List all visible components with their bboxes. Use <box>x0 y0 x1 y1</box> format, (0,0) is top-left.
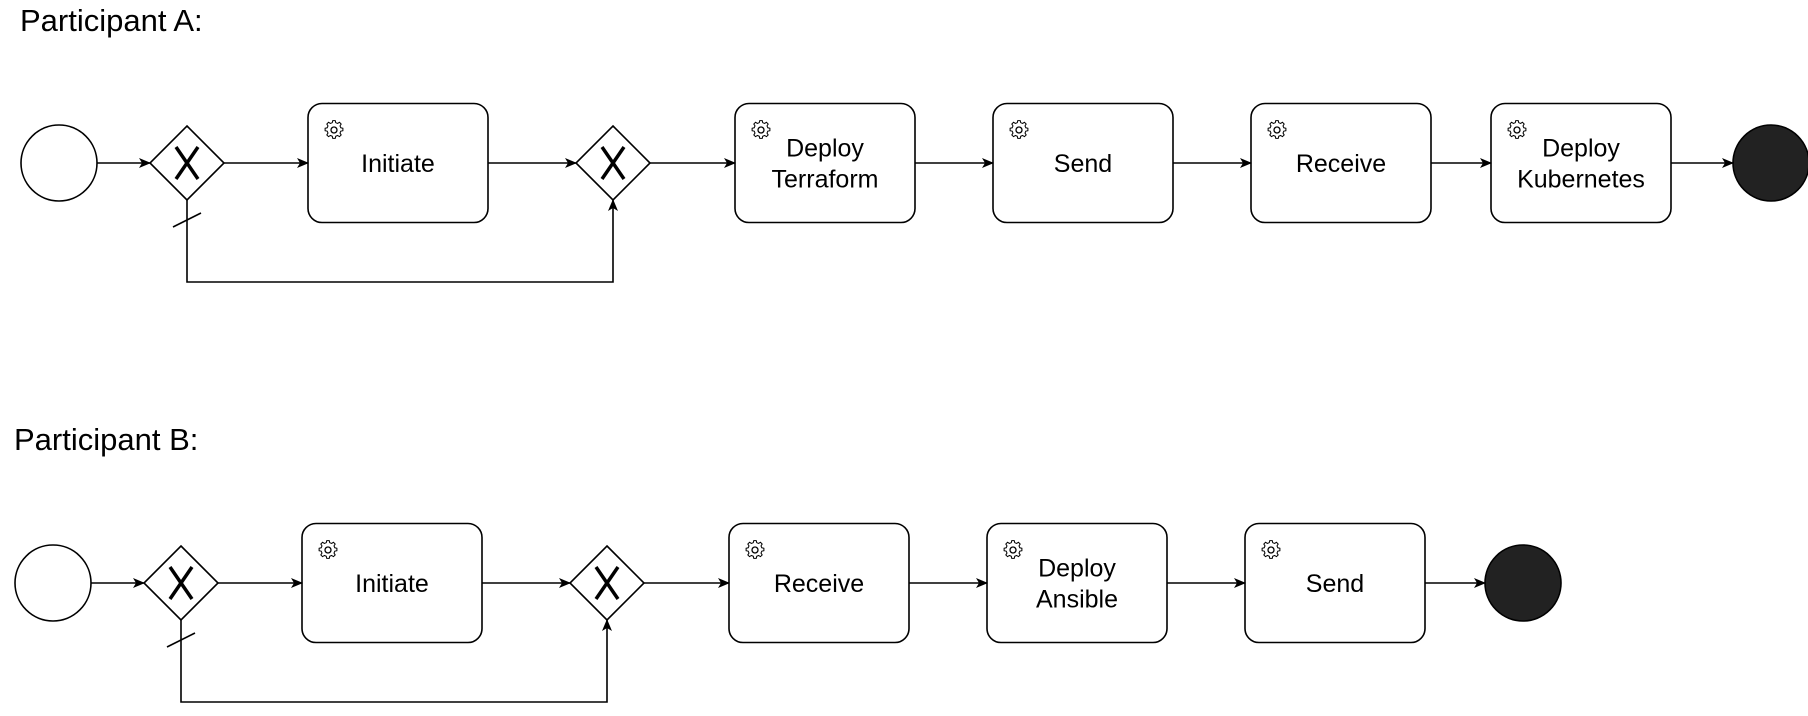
task-box: Send <box>1244 522 1426 644</box>
exclusive-gateway-split <box>148 124 226 202</box>
default-flow-bypass <box>180 619 612 703</box>
task-label: Send <box>1054 150 1112 178</box>
task-label: Initiate <box>355 570 429 598</box>
task-label: Deploy <box>786 135 864 163</box>
default-flow-marker <box>166 632 196 648</box>
task-label: Send <box>1306 570 1364 598</box>
default-flow-marker <box>172 212 202 228</box>
task-label: Kubernetes <box>1517 166 1645 194</box>
start-event <box>14 544 92 622</box>
task-box: Initiate <box>301 522 483 644</box>
task-box: Send <box>992 102 1174 224</box>
default-flow-bypass <box>186 199 618 283</box>
end-event <box>1484 544 1562 622</box>
task-label: Receive <box>774 570 864 598</box>
exclusive-gateway-merge <box>568 544 646 622</box>
start-event <box>20 124 98 202</box>
task-label: Deploy <box>1038 555 1116 583</box>
task-box: Initiate <box>307 102 489 224</box>
lane-b-title: Participant B: <box>14 422 198 457</box>
task-box: Receive <box>1250 102 1432 224</box>
task-box: Receive <box>728 522 910 644</box>
task-label: Ansible <box>1036 586 1118 614</box>
task-label: Receive <box>1296 150 1386 178</box>
task-label: Terraform <box>772 166 879 194</box>
exclusive-gateway-merge <box>574 124 652 202</box>
exclusive-gateway-split <box>142 544 220 622</box>
end-event <box>1732 124 1808 202</box>
task-label: Initiate <box>361 150 435 178</box>
lane-a-title: Participant A: <box>20 3 203 38</box>
task-label: Deploy <box>1542 135 1620 163</box>
